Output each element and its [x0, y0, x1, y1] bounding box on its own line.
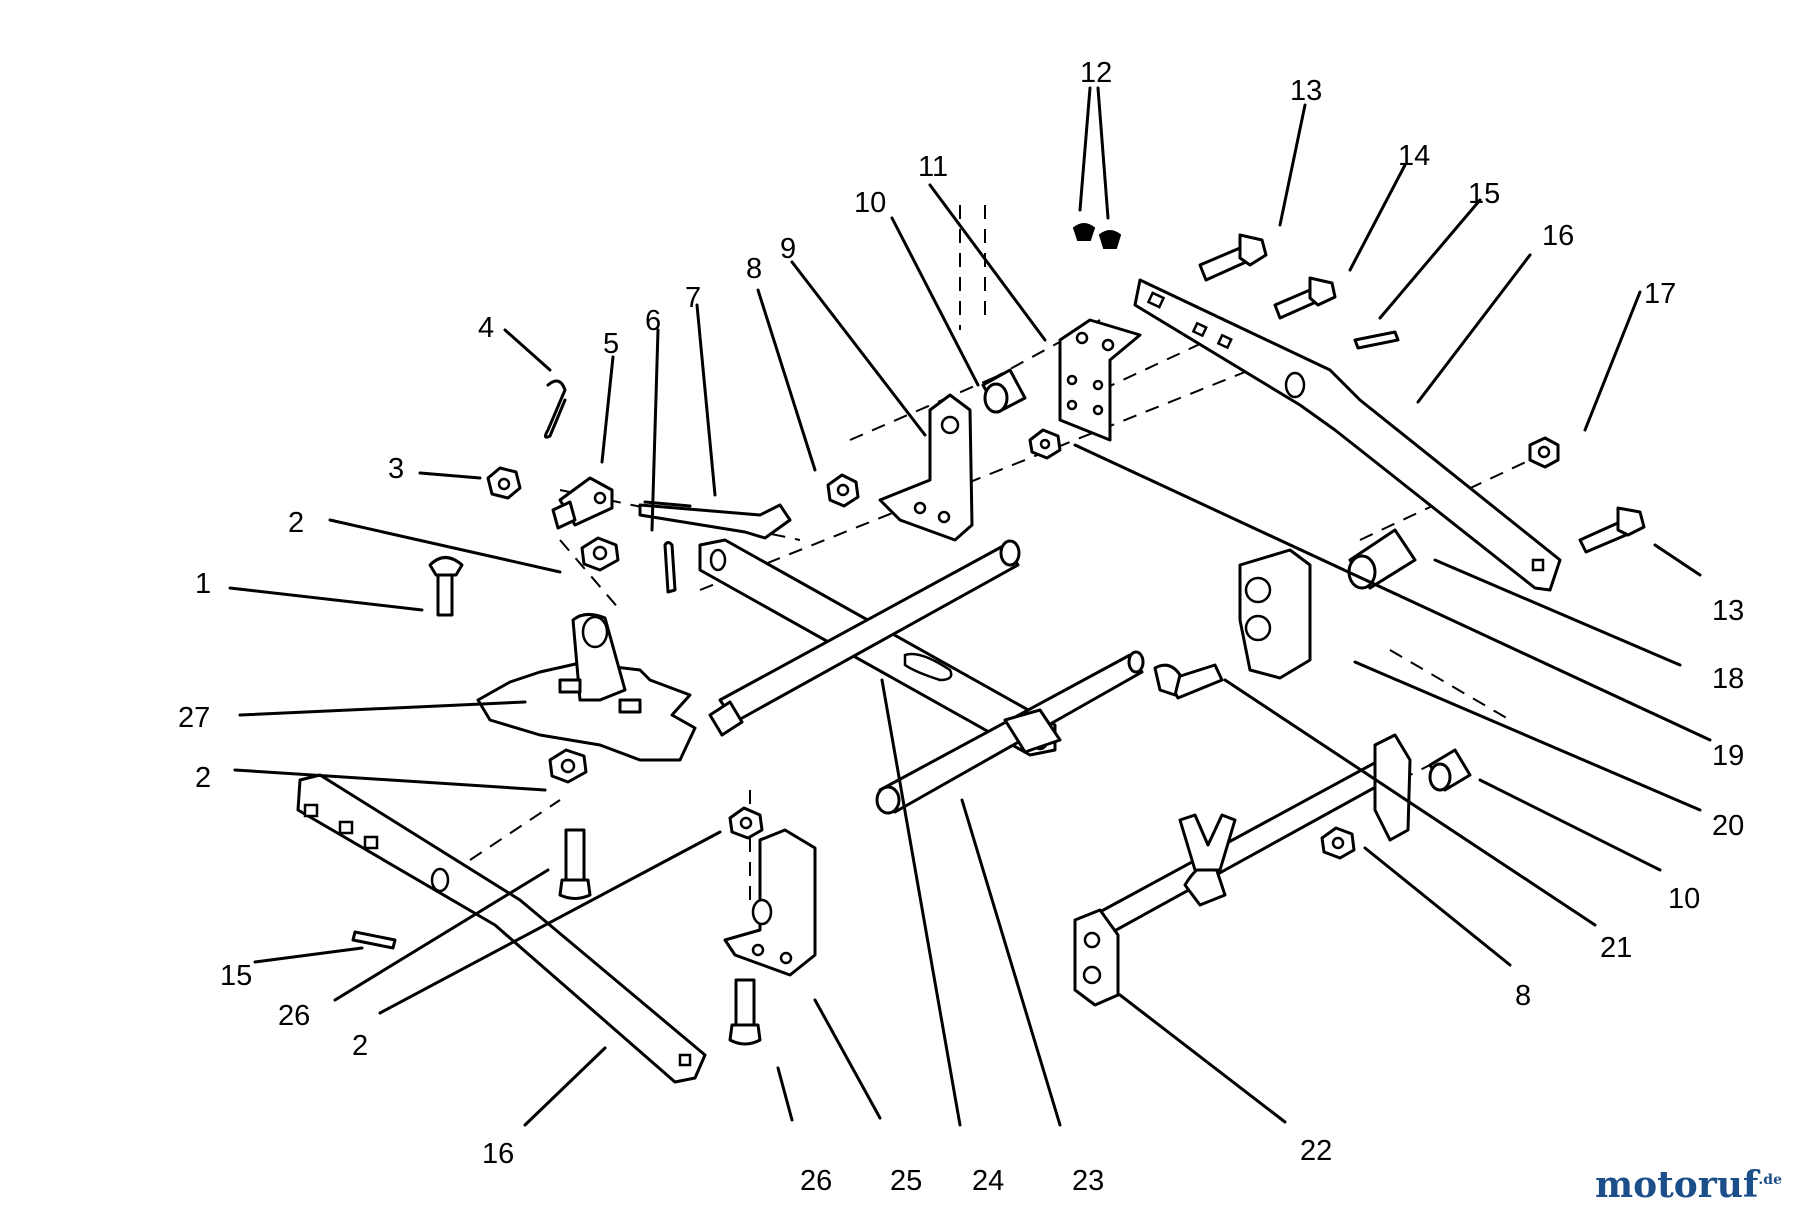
callout-26-left: 26	[278, 1000, 310, 1032]
callout-20: 20	[1712, 810, 1744, 842]
callout-25: 25	[890, 1165, 922, 1197]
callout-21: 21	[1600, 932, 1632, 964]
shaft-23	[875, 650, 1145, 815]
callout-6: 6	[645, 305, 661, 337]
callout-22: 22	[1300, 1135, 1332, 1167]
lever-24	[698, 538, 1057, 757]
callout-7: 7	[685, 282, 701, 314]
callout-4: 4	[478, 312, 494, 344]
callout-3: 3	[388, 453, 404, 485]
callout-1: 1	[195, 568, 211, 600]
arm-right-16	[1133, 278, 1562, 592]
nut-8-bottom	[1320, 826, 1356, 860]
block-20	[1238, 548, 1312, 680]
callout-13-top: 13	[1290, 75, 1322, 107]
watermark-name: motoruf	[1595, 1164, 1759, 1206]
callout-15-left: 15	[220, 960, 252, 992]
callout-27: 27	[178, 702, 210, 734]
bolt-26	[728, 978, 762, 1046]
callout-23: 23	[1072, 1165, 1104, 1197]
callout-12: 12	[1080, 57, 1112, 89]
watermark-suffix: .de	[1758, 1172, 1782, 1188]
cotter-pin-6	[663, 541, 677, 594]
ferrule-5	[551, 476, 614, 530]
callout-10-bottom: 10	[1668, 883, 1700, 915]
bolt-14	[1273, 276, 1337, 320]
nut-3	[486, 466, 522, 500]
bushing-18	[1347, 528, 1417, 590]
shaft-long	[708, 539, 1021, 737]
plate-27	[476, 613, 697, 762]
callout-16-left: 16	[482, 1138, 514, 1170]
bracket-9	[878, 393, 974, 542]
nut-17	[1528, 436, 1560, 469]
nut-2-top	[580, 536, 620, 572]
bracket-11	[1058, 318, 1142, 442]
bolt-below-plate	[558, 828, 592, 900]
bolt-13-bottom	[1578, 506, 1646, 554]
callout-16-right: 16	[1542, 220, 1574, 252]
cotter-pin-15-right	[1353, 330, 1400, 350]
callout-14: 14	[1398, 140, 1430, 172]
nut-2-bottom	[548, 748, 588, 784]
nut-8-top	[826, 473, 860, 508]
shaft-22	[1073, 733, 1412, 1007]
callout-18: 18	[1712, 663, 1744, 695]
callout-8-bottom: 8	[1515, 980, 1531, 1012]
bushing-10-bottom	[1428, 748, 1472, 792]
bolt-1	[428, 556, 464, 617]
bracket-25	[723, 828, 817, 977]
rod-7	[638, 500, 792, 540]
callout-5: 5	[603, 328, 619, 360]
screws-12	[1072, 223, 1122, 249]
callout-24: 24	[972, 1165, 1004, 1197]
hair-pin-4	[543, 379, 567, 439]
callout-9: 9	[780, 233, 796, 265]
callout-11: 11	[918, 151, 948, 183]
callout-19: 19	[1712, 740, 1744, 772]
callout-numbers: 12 13 14 15 16 17 13 18 19 20 10 21 8 22…	[178, 57, 1744, 1197]
callout-17: 17	[1644, 278, 1676, 310]
callout-2-middle: 2	[195, 762, 211, 794]
callout-26-bottom: 26	[800, 1165, 832, 1197]
cotter-pin-15-left	[351, 930, 397, 950]
nut-near-11	[1028, 428, 1062, 460]
bolt-21	[1153, 663, 1224, 700]
nut-top-25	[728, 806, 764, 840]
leader-lines	[228, 86, 1712, 1127]
callout-13-bottom: 13	[1712, 595, 1744, 627]
callout-2-top: 2	[288, 507, 304, 539]
spacer-on-lever	[1003, 708, 1062, 754]
callout-10-top: 10	[854, 187, 886, 219]
bushing-10-top	[981, 368, 1027, 414]
callout-2-lower: 2	[352, 1030, 368, 1062]
watermark-logo: motoruf.de	[1595, 1164, 1782, 1206]
arm-left-16	[296, 773, 707, 1084]
callout-8-top: 8	[746, 253, 762, 285]
bolt-13-top	[1198, 233, 1268, 282]
callout-15-right: 15	[1468, 178, 1500, 210]
